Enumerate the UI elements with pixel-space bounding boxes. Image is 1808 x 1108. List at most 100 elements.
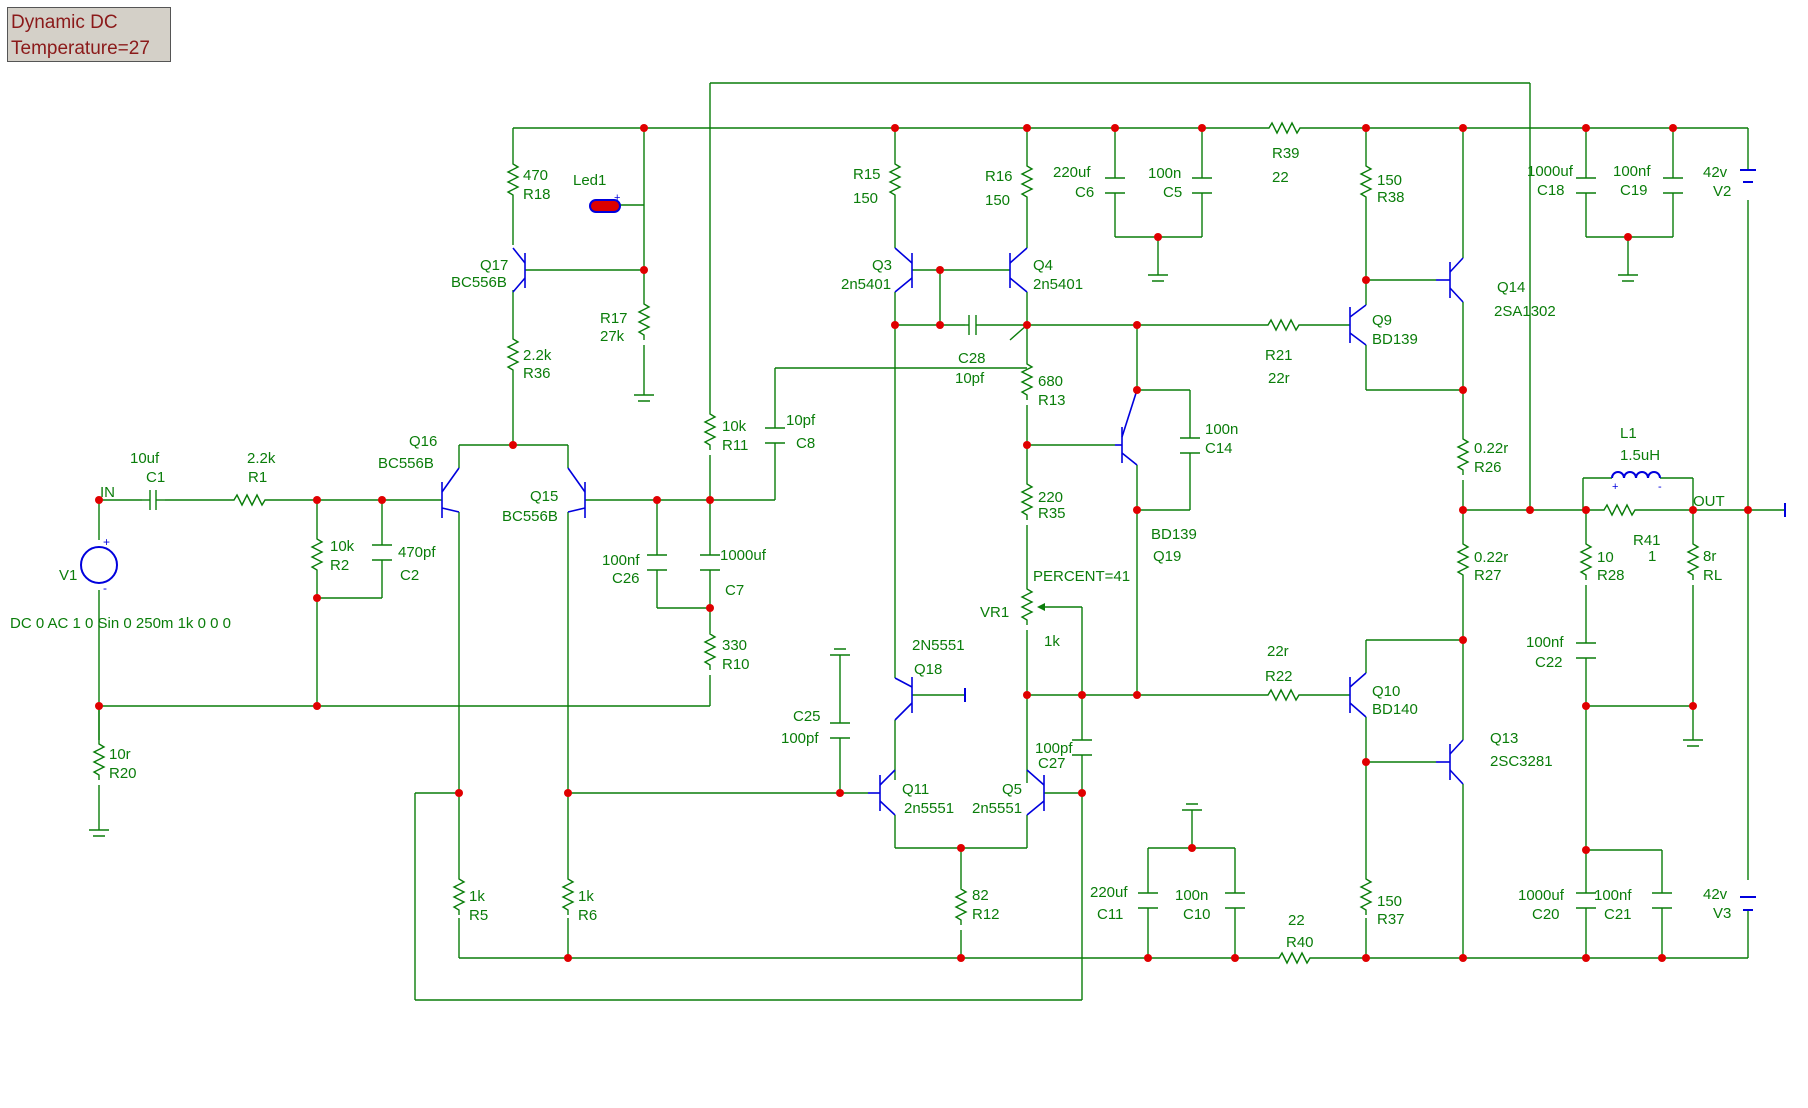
r18-value: 470 (523, 167, 548, 184)
c14-label: C14 (1205, 440, 1233, 457)
q16-transistor (441, 467, 460, 518)
r1-label: R1 (248, 469, 267, 486)
v1-source: + - (80, 535, 118, 595)
q13-type: 2SC3281 (1490, 753, 1553, 770)
q16-label: Q16 (409, 433, 437, 450)
r6-label: R6 (578, 907, 597, 924)
r20-label: R20 (109, 765, 137, 782)
r13-label: R13 (1038, 392, 1066, 409)
r12-resistor (954, 885, 968, 925)
q9-label: Q9 (1372, 312, 1392, 329)
q10-label: Q10 (1372, 683, 1400, 700)
r16-label: R16 (985, 168, 1013, 185)
r40-value: 22 (1288, 912, 1305, 929)
c11-value: 220uf (1090, 884, 1128, 901)
vr1-label: VR1 (980, 604, 1009, 621)
c26-label: C26 (612, 570, 640, 587)
r39-value: 22 (1272, 169, 1289, 186)
component-labels: 470 R18 Led1 Q17 BC556B R17 27k 2.2k R36… (10, 145, 1731, 951)
r28-value: 10 (1597, 549, 1614, 566)
c18-value: 1000uf (1527, 163, 1574, 180)
r11-value: 10k (722, 418, 747, 435)
r41-value: 1 (1648, 548, 1656, 565)
c25-label: C25 (793, 708, 821, 725)
c6-label: C6 (1075, 184, 1094, 201)
q5-label: Q5 (1002, 781, 1022, 798)
r40-resistor (1275, 951, 1325, 965)
q3-label: Q3 (872, 257, 892, 274)
simulation-status-box: Dynamic DC Temperature=27 (7, 7, 171, 62)
r2-resistor (310, 535, 324, 575)
v1-spec: DC 0 AC 1 0 Sin 0 250m 1k 0 0 0 (10, 615, 231, 632)
c21-value: 100nf (1594, 887, 1632, 904)
l1-label: L1 (1620, 425, 1637, 442)
r40-label: R40 (1286, 934, 1314, 951)
svg-text:-: - (103, 581, 107, 595)
r39-resistor (1265, 121, 1315, 135)
q11-label: Q11 (902, 781, 929, 798)
q16-type: BC556B (378, 455, 434, 472)
q3-transistor (894, 247, 913, 293)
r21-resistor (1264, 318, 1309, 332)
vr1-resistor (1020, 585, 1034, 625)
r18-resistor (506, 160, 520, 200)
v1-label: V1 (59, 567, 77, 584)
ground-symbols (89, 274, 1703, 837)
v2-battery (1740, 169, 1756, 183)
c28-value: 10pf (955, 370, 985, 387)
q17-type: BC556B (451, 274, 507, 291)
r37-value: 150 (1377, 893, 1402, 910)
c28-label: C28 (958, 350, 986, 367)
r1-resistor (230, 493, 275, 507)
c5-value: 100n (1148, 165, 1181, 182)
c6-value: 220uf (1053, 164, 1091, 181)
resistors (92, 121, 1700, 965)
c22-value: 100nf (1526, 634, 1564, 651)
q15-type: BC556B (502, 508, 558, 525)
c14-value: 100n (1205, 421, 1238, 438)
r11-label: R11 (722, 437, 748, 454)
c10-value: 100n (1175, 887, 1208, 904)
r35-resistor (1020, 480, 1034, 520)
r28-resistor (1579, 540, 1593, 580)
r18-label: R18 (523, 186, 551, 203)
c19-value: 100nf (1613, 163, 1651, 180)
q15-label: Q15 (530, 488, 558, 505)
c20-value: 1000uf (1518, 887, 1565, 904)
q19-type: BD139 (1151, 526, 1197, 543)
vr1-value: 1k (1044, 633, 1060, 650)
q4-type: 2n5401 (1033, 276, 1083, 293)
r38-resistor (1359, 162, 1373, 202)
r22-label: R22 (1265, 668, 1293, 685)
q4-label: Q4 (1033, 257, 1053, 274)
q13-label: Q13 (1490, 730, 1518, 747)
r36-label: R36 (523, 365, 551, 382)
r15-resistor (888, 160, 902, 200)
temperature-label: Temperature=27 (11, 38, 150, 59)
q10-type: BD140 (1372, 701, 1418, 718)
c5-label: C5 (1163, 184, 1182, 201)
r27-value: 0.22r (1474, 549, 1508, 566)
r10-value: 330 (722, 637, 747, 654)
v3-battery (1740, 896, 1756, 911)
led1-label: Led1 (573, 172, 606, 189)
r12-value: 82 (972, 887, 989, 904)
q15-transistor (567, 467, 586, 518)
r17-value: 27k (600, 328, 625, 345)
q11-transistor (868, 769, 896, 816)
r6-value: 1k (578, 888, 594, 905)
r26-resistor (1456, 435, 1470, 475)
r37-label: R37 (1377, 911, 1405, 928)
c11-label: C11 (1097, 906, 1123, 923)
v2-value: 42v (1703, 164, 1728, 181)
q11-type: 2n5551 (904, 800, 954, 817)
c25-value: 100pf (781, 730, 819, 747)
c26-value: 100nf (602, 552, 640, 569)
r13-resistor (1020, 360, 1034, 400)
q5-type: 2n5551 (972, 800, 1022, 817)
r27-resistor (1456, 540, 1470, 580)
r15-label: R15 (853, 166, 881, 183)
c7-value: 1000uf (720, 547, 767, 564)
r27-label: R27 (1474, 567, 1502, 584)
